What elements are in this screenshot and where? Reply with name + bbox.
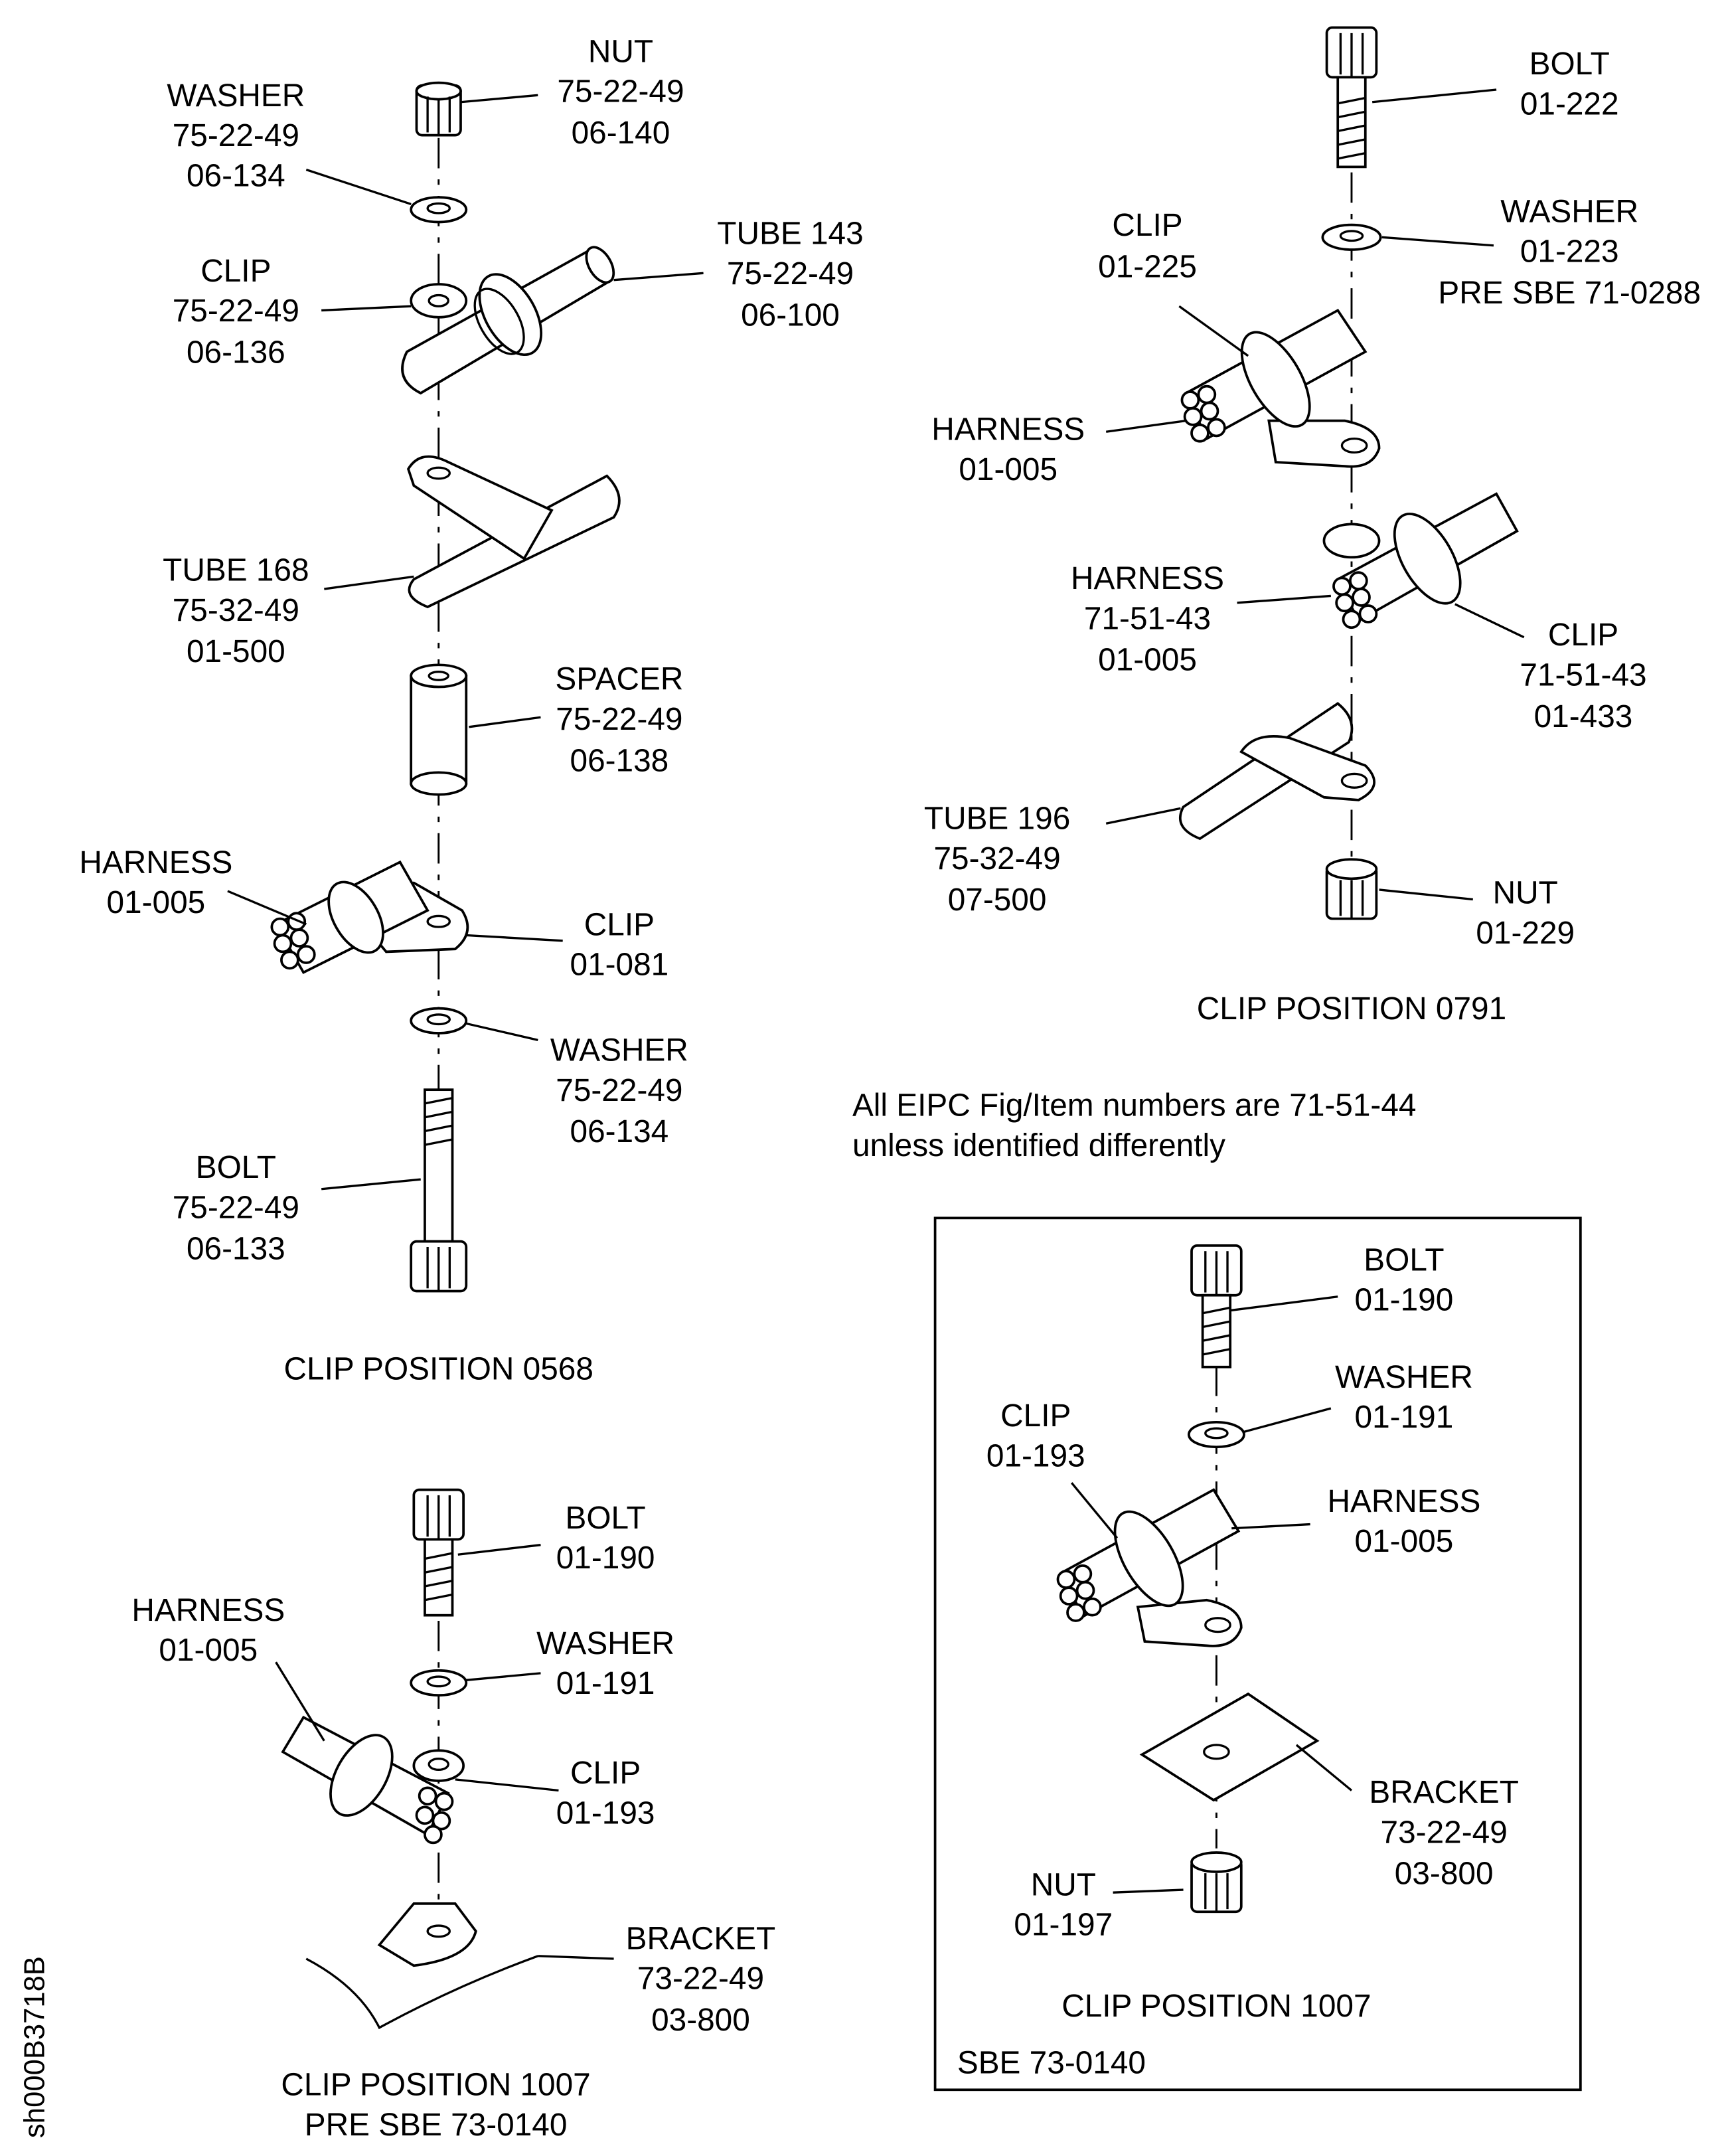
washer-icon <box>1321 223 1382 251</box>
nut-icon <box>1325 858 1378 920</box>
bolt-icon <box>410 1088 468 1293</box>
washer-icon <box>410 1007 468 1035</box>
tube-168-icon <box>406 455 621 609</box>
bolt-icon <box>1190 1244 1243 1368</box>
spacer-icon <box>410 663 468 796</box>
harness-clip-icon <box>281 1715 465 1845</box>
leader-lines <box>1105 88 1525 901</box>
harness-clip-top-icon <box>1180 308 1381 468</box>
nut-icon <box>1190 1851 1243 1914</box>
bracket-icon <box>305 1902 538 2030</box>
washer-icon <box>410 1669 468 1697</box>
caption-clip-position-1007-sbe: CLIP POSITION 1007 <box>1061 1989 1371 2024</box>
washer-icon <box>410 196 468 224</box>
harness-clip-icon <box>1056 1488 1243 1647</box>
figure-id: sh000B3718B <box>19 1956 51 2138</box>
harness-clip-mid-icon <box>1322 492 1519 629</box>
sbe-label: SBE 73-0140 <box>957 2045 1146 2080</box>
detail-box <box>933 1216 1582 2092</box>
leader-lines <box>275 1544 614 1960</box>
bracket-icon <box>1139 1692 1320 1802</box>
leader-lines <box>1070 1295 1353 1894</box>
bolt-icon <box>1325 26 1378 169</box>
caption-clip-position-0791: CLIP POSITION 0791 <box>1197 991 1506 1027</box>
washer-icon <box>1187 1420 1245 1449</box>
clip-top-icon <box>410 273 543 357</box>
nut-icon <box>415 81 462 137</box>
leader-lines <box>227 94 704 1191</box>
bolt-icon <box>412 1488 465 1617</box>
caption-clip-position-0568: CLIP POSITION 0568 <box>284 1351 593 1386</box>
harness-clip-icon <box>270 860 469 975</box>
tube-196-icon <box>1179 702 1375 841</box>
